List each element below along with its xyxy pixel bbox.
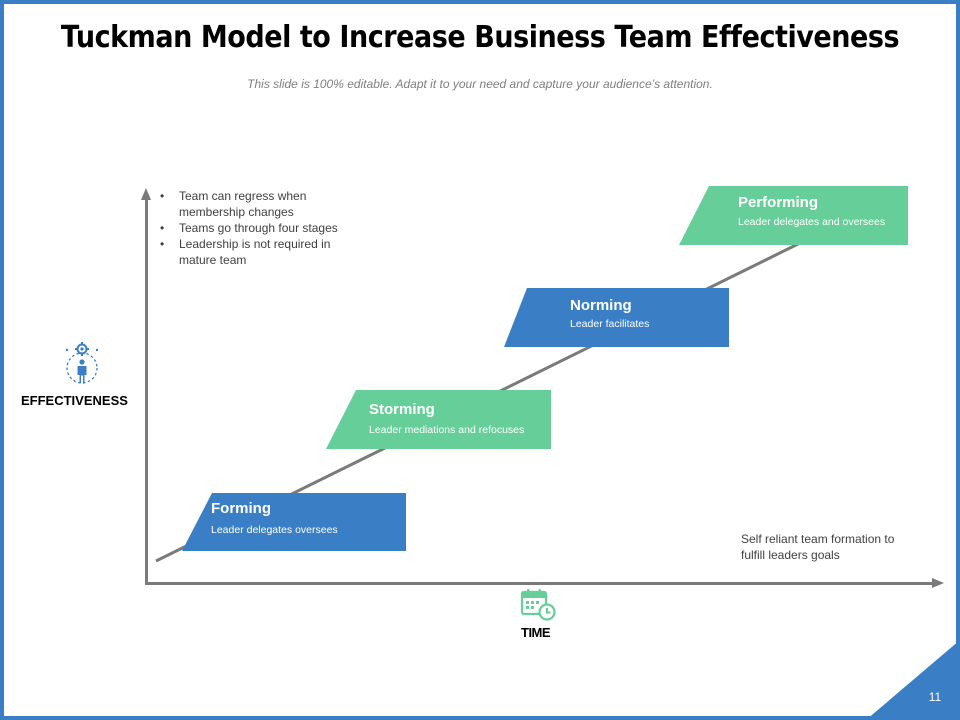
- y-axis-arrow: [141, 188, 151, 200]
- stage-description: Leader facilitates: [570, 318, 650, 330]
- annotation-text: Self reliant team formation to fulfill l…: [741, 532, 895, 562]
- page-subtitle: This slide is 100% editable. Adapt it to…: [247, 77, 713, 91]
- page-title: Tuckman Model to Increase Business Team …: [60, 20, 900, 55]
- stage-norming: Norming Leader facilitates: [504, 288, 729, 347]
- x-axis-label: TIME: [521, 625, 551, 640]
- stage-name: Storming: [369, 401, 435, 418]
- note-item: Leadership is not required in mature tea…: [160, 236, 370, 268]
- calendar-clock-icon: [520, 589, 556, 621]
- note-item: Teams go through four stages: [160, 220, 370, 236]
- stage-performing: Performing Leader delegates and oversees: [679, 186, 908, 245]
- stage-name: Performing: [738, 194, 819, 211]
- notes-list: Team can regress when membership changes…: [160, 188, 370, 268]
- stage-description: Leader delegates oversees: [211, 524, 338, 536]
- stage-shape: [504, 288, 729, 347]
- stage-forming: Forming Leader delegates oversees: [182, 469, 406, 551]
- person-gear-icon: [65, 342, 99, 384]
- note-item: Team can regress when membership changes: [160, 188, 370, 220]
- x-axis-arrow: [932, 578, 944, 588]
- stage-shape: [182, 469, 406, 551]
- corner-triangle: [866, 640, 960, 720]
- stage-name: Forming: [211, 500, 271, 517]
- stage-storming: Storming Leader mediations and refocuses: [326, 390, 551, 449]
- stage-description: Leader mediations and refocuses: [369, 424, 525, 436]
- y-axis: [145, 198, 148, 585]
- stage-shape: [679, 186, 908, 245]
- stage-name: Norming: [570, 297, 632, 314]
- y-axis-label: EFFECTIVENESS: [21, 393, 128, 408]
- stage-description: Leader delegates and oversees: [738, 216, 886, 228]
- page-number: 11: [928, 690, 942, 704]
- stage-shape: [326, 390, 551, 449]
- x-axis: [145, 582, 935, 585]
